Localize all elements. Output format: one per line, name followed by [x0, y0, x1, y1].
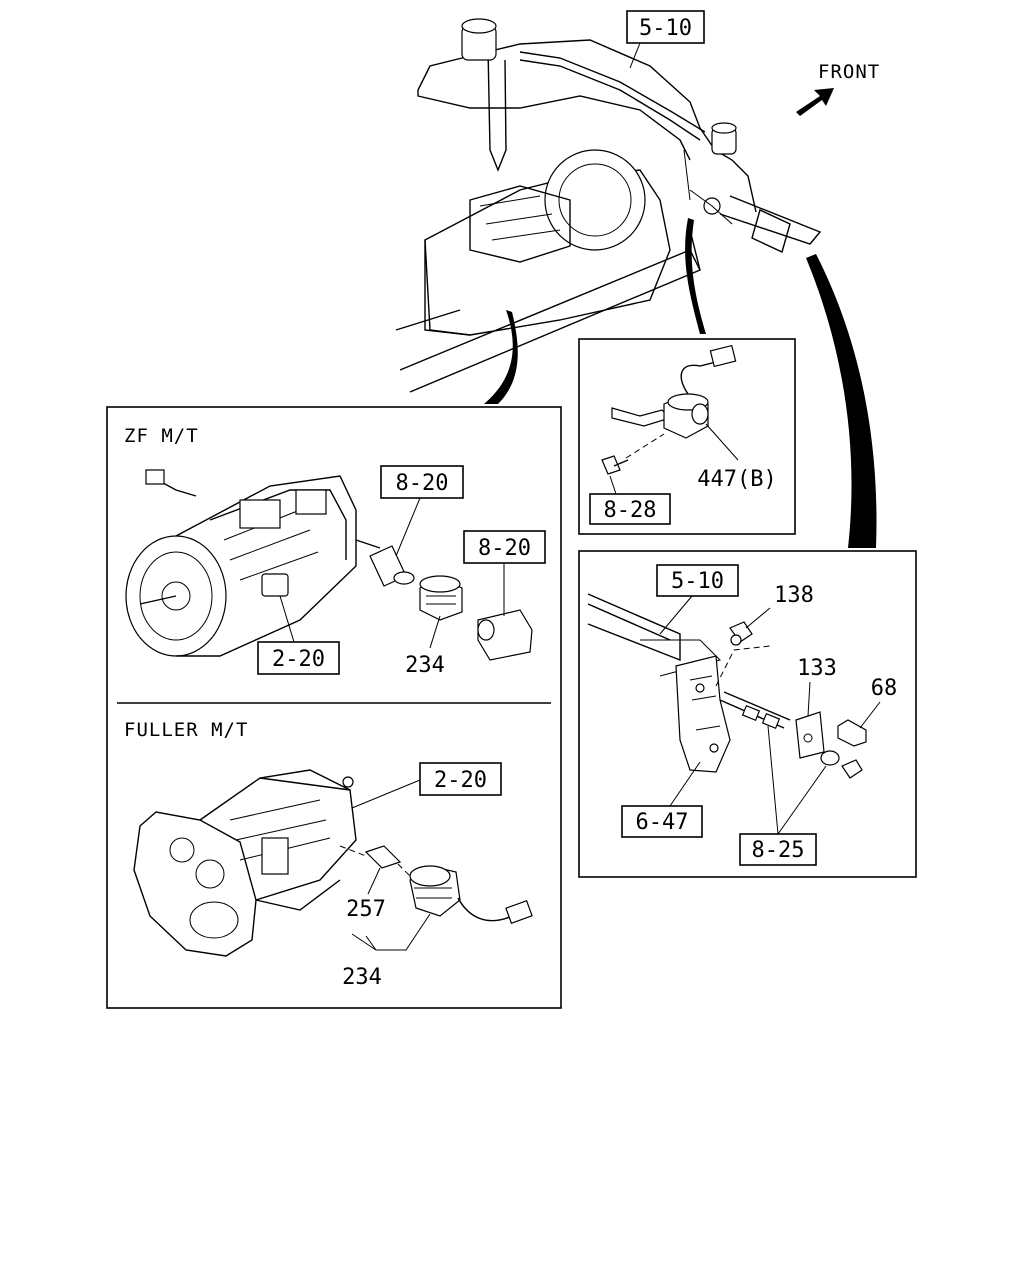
- front-indicator: FRONT: [796, 61, 880, 116]
- label-5-10: 5-10: [639, 16, 692, 41]
- zf-connector-part: [477, 609, 533, 661]
- label-6-47: 6-47: [636, 810, 689, 835]
- switch-inset: 447(B) 8-28: [578, 338, 796, 535]
- screw-8-28: [601, 455, 629, 475]
- label-zf-2-20: 2-20: [272, 647, 325, 672]
- fuller-transmission-illustration: [133, 769, 357, 957]
- zf-sleeve-part: [369, 545, 415, 587]
- fuller-section-title: FULLER M/T: [124, 719, 248, 741]
- label-68: 68: [871, 676, 898, 701]
- label-zf-234: 234: [405, 653, 445, 678]
- label-138: 138: [774, 583, 814, 608]
- bracket-inset: 5-10 138 133 68 6-47 8-25: [578, 550, 917, 878]
- zf-speed-sensor: [419, 575, 463, 621]
- label-133: 133: [797, 656, 837, 681]
- top-chassis-illustration: [395, 18, 877, 548]
- fuller-speed-sensor: [409, 865, 533, 925]
- front-label: FRONT: [818, 61, 880, 83]
- label-8-28: 8-28: [604, 498, 657, 523]
- label-fuller-234: 234: [342, 965, 382, 990]
- transmission-inset: ZF M/T 8-20 2: [106, 406, 562, 1009]
- label-zf-8-20-b: 8-20: [478, 536, 531, 561]
- label-8-25: 8-25: [752, 838, 805, 863]
- arrow-up-right-icon: [796, 88, 834, 116]
- zf-transmission-illustration: [125, 469, 381, 657]
- zf-section-title: ZF M/T: [124, 425, 199, 447]
- label-fuller-2-20: 2-20: [434, 768, 487, 793]
- label-br-5-10: 5-10: [671, 569, 724, 594]
- label-zf-8-20-a: 8-20: [396, 471, 449, 496]
- label-447b: 447(B): [697, 467, 776, 492]
- label-fuller-257: 257: [346, 897, 386, 922]
- callout-5-10-top: 5-10: [626, 10, 705, 69]
- switch-illustration: [611, 344, 737, 439]
- fuller-pin-part: [364, 845, 402, 869]
